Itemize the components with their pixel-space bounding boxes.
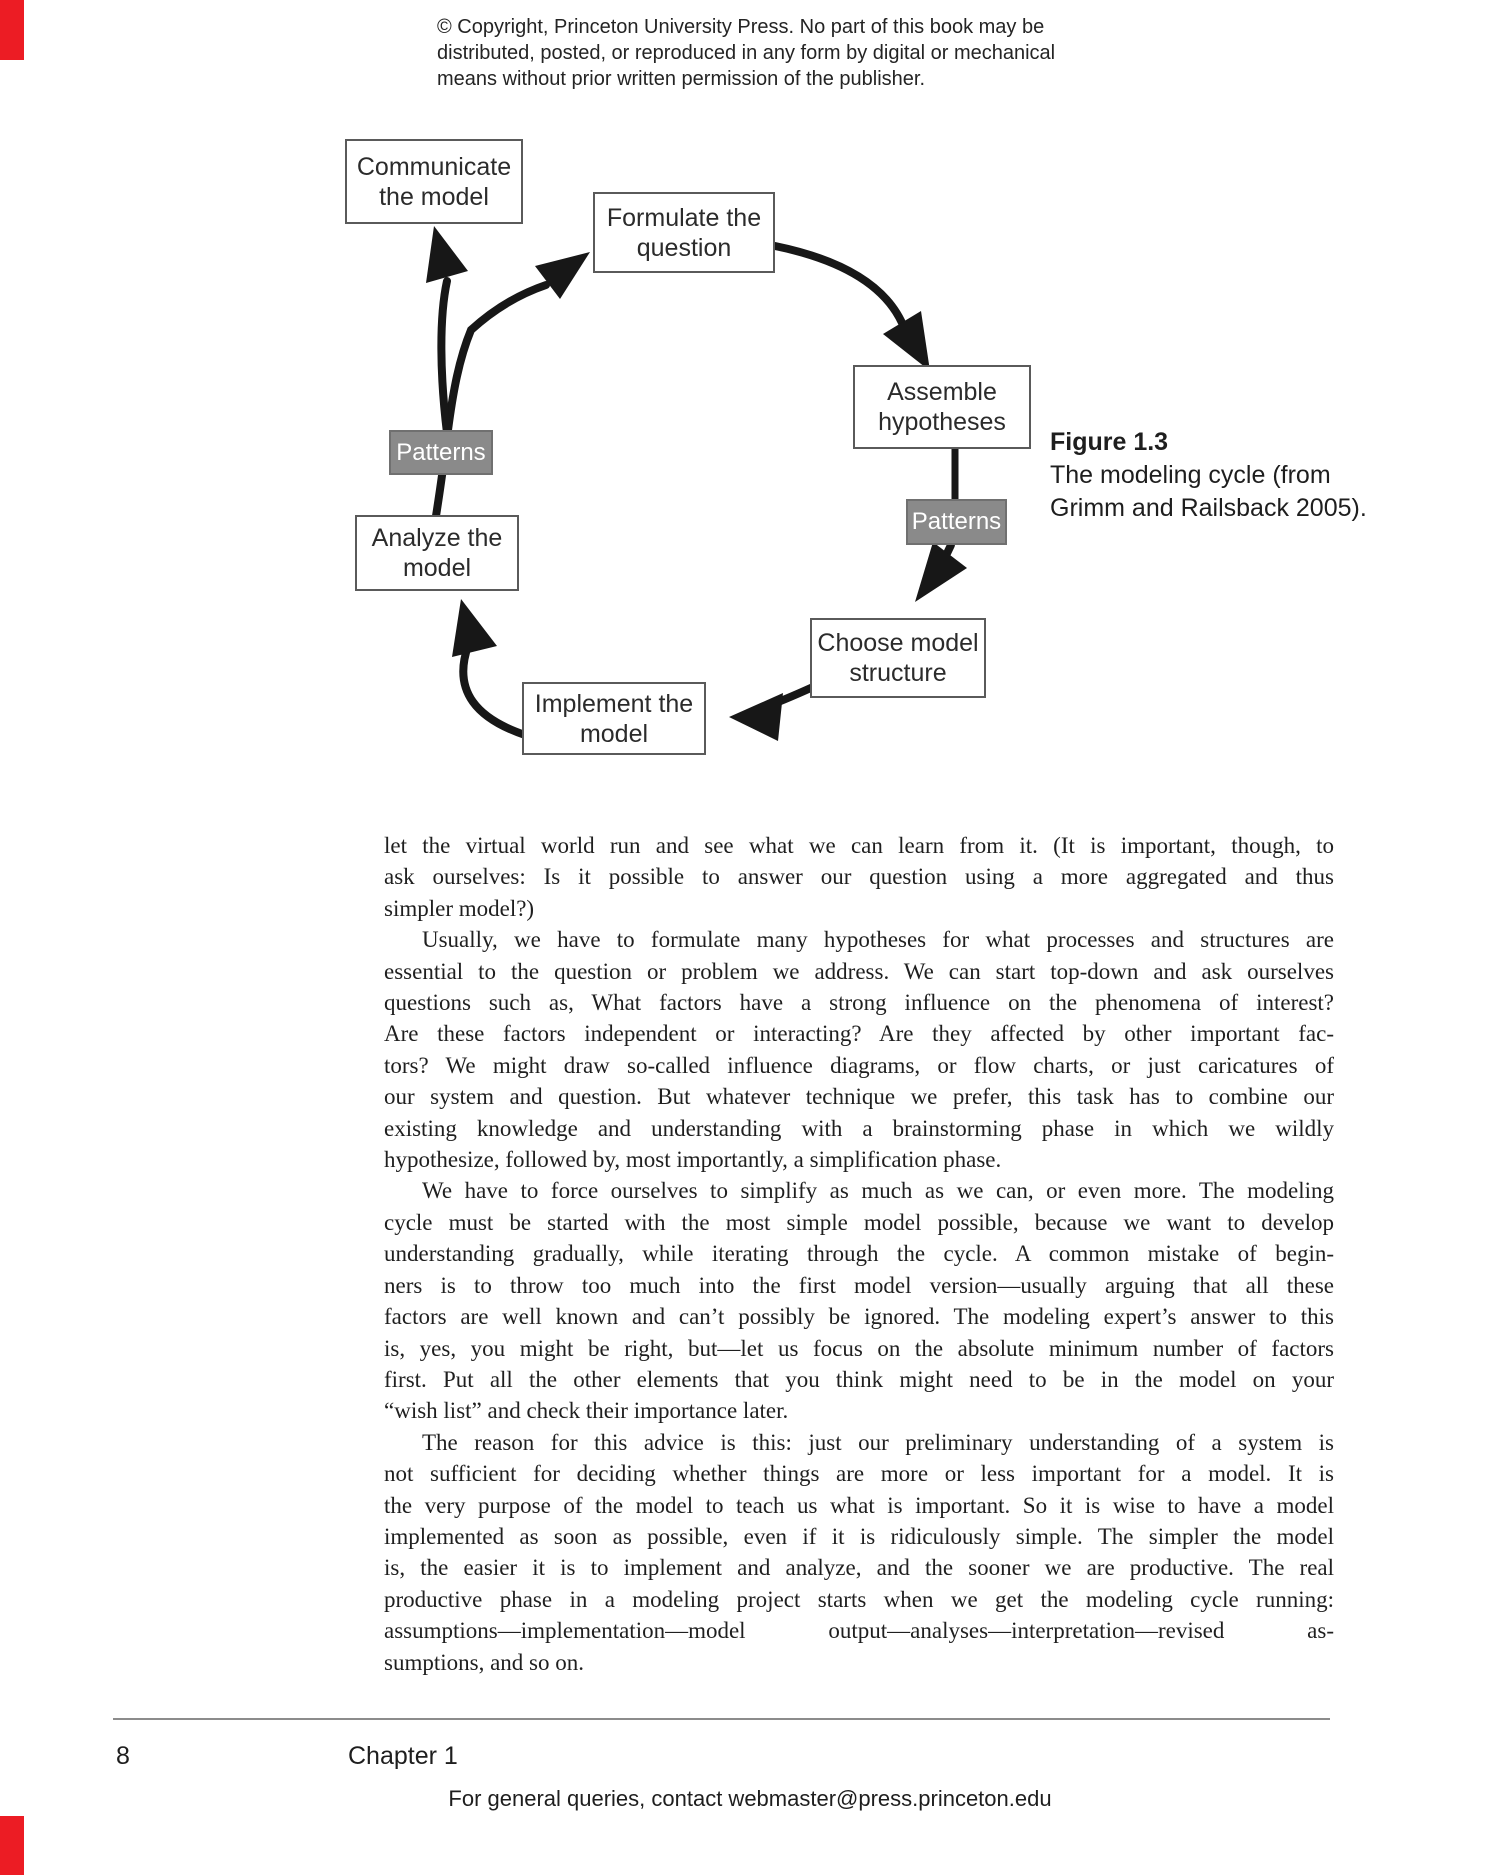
node-patterns-right: Patterns bbox=[906, 499, 1007, 545]
body-line-p1-l2: ask ourselves: Is it possible to answer … bbox=[384, 864, 1334, 890]
body-line-p3-l5: factors are well known and can’t possibl… bbox=[384, 1304, 1334, 1330]
node-communicate-the-model: Communicate the model bbox=[345, 139, 523, 224]
arrowhead-choose bbox=[915, 542, 967, 602]
copyright-notice: © Copyright, Princeton University Press.… bbox=[437, 14, 1055, 92]
node-label-line: question bbox=[636, 233, 732, 262]
body-line-p4-l7: assumptions—implementation—model output—… bbox=[384, 1618, 1334, 1644]
body-line-p3-l4: ners is to throw too much into the first… bbox=[384, 1272, 1334, 1298]
figure-caption: Figure 1.3 The modeling cycle (from Grim… bbox=[1050, 426, 1390, 525]
node-label-line: model bbox=[402, 554, 472, 582]
body-line-p1-l1: let the virtual world run and see what w… bbox=[384, 833, 1334, 858]
body-line-p3-l2: cycle must be started with the most simp… bbox=[384, 1209, 1334, 1235]
node-label-line: the model bbox=[379, 182, 489, 211]
arrow-formulate-to-assemble bbox=[771, 242, 909, 334]
arrowhead-implement bbox=[729, 693, 783, 741]
body-text: let the virtual world run and see what w… bbox=[384, 830, 1334, 1678]
figure-caption-line: Grimm and Railsback 2005). bbox=[1050, 494, 1367, 522]
body-line-p2-l2: essential to the question or problem we … bbox=[384, 958, 1334, 984]
node-label-line: model bbox=[579, 719, 649, 748]
copyright-line: means without prior written permission o… bbox=[437, 68, 926, 90]
body-line-p4-l1: The reason for this advice is this: just… bbox=[422, 1429, 1334, 1455]
arrow-analyze-to-formulate bbox=[432, 281, 550, 520]
node-label-line: Choose model bbox=[817, 629, 979, 657]
body-line-p2-l3: questions such as, What factors have a s… bbox=[384, 990, 1334, 1016]
arrowhead-communicate bbox=[426, 226, 468, 283]
node-analyze-the-model: Analyze the model bbox=[355, 515, 519, 591]
node-label-line: structure bbox=[849, 659, 947, 687]
body-line-p3-l3: understanding gradually, while iterating… bbox=[384, 1241, 1334, 1267]
figure-caption-number: Figure 1.3 bbox=[1050, 428, 1169, 456]
body-line-p3-l6: is, yes, you might be right, but—let us … bbox=[384, 1335, 1334, 1361]
node-implement-the-model: Implement the model bbox=[522, 682, 706, 755]
body-line-p1-l3: simpler model?) bbox=[384, 895, 535, 921]
arrow-branch-to-communicate bbox=[437, 277, 451, 437]
node-patterns-left: Patterns bbox=[389, 430, 493, 475]
body-line-p2-l6: our system and question. But whatever te… bbox=[384, 1084, 1334, 1110]
node-label-line: Formulate the bbox=[606, 203, 762, 232]
node-choose-model-structure: Choose model structure bbox=[810, 618, 986, 698]
body-line-p4-l4: implemented as soon as possible, even if… bbox=[384, 1523, 1334, 1549]
node-label-line: Communicate bbox=[356, 152, 512, 181]
node-label-line: hypotheses bbox=[878, 408, 1006, 436]
node-label-line: Assemble bbox=[887, 378, 997, 406]
arrow-implement-to-analyze bbox=[459, 642, 529, 739]
node-assemble-hypotheses: Assemble hypotheses bbox=[853, 365, 1031, 449]
copyright-line: distributed, posted, or reproduced in an… bbox=[437, 42, 1056, 64]
node-label-line: Patterns bbox=[911, 508, 1002, 535]
node-label-line: Analyze the bbox=[371, 524, 503, 552]
general-queries-line: For general queries, contact webmaster@p… bbox=[448, 1786, 1052, 1811]
arrowhead-formulate bbox=[535, 252, 590, 299]
figure-caption-line: The modeling cycle (from bbox=[1050, 461, 1331, 489]
body-line-p3-l1: We have to force ourselves to simplify a… bbox=[422, 1178, 1334, 1204]
body-line-p2-l4: Are these factors independent or interac… bbox=[384, 1021, 1334, 1047]
body-line-p2-l1: Usually, we have to formulate many hypot… bbox=[422, 927, 1334, 953]
node-label-line: Implement the bbox=[534, 689, 694, 718]
node-label-line: Patterns bbox=[396, 438, 486, 466]
page-number: 8 bbox=[116, 1742, 130, 1770]
body-line-p4-l6: productive phase in a modeling project s… bbox=[384, 1586, 1334, 1612]
body-line-p2-l8: hypothesize, followed by, most important… bbox=[384, 1147, 1002, 1173]
body-line-p4-l3: the very purpose of the model to teach u… bbox=[384, 1492, 1334, 1518]
body-line-p2-l5: tors? We might draw so-called influence … bbox=[384, 1052, 1334, 1078]
red-bleed-mark-top bbox=[0, 0, 24, 60]
body-line-p2-l7: existing knowledge and understanding wit… bbox=[384, 1115, 1334, 1141]
red-bleed-mark-bottom bbox=[0, 1816, 24, 1875]
arrowhead-assemble bbox=[883, 311, 930, 371]
footer-rule bbox=[113, 1718, 1330, 1720]
body-line-p3-l8: “wish list” and check their importance l… bbox=[384, 1398, 789, 1424]
running-head-chapter: Chapter 1 bbox=[348, 1742, 458, 1770]
node-formulate-the-question: Formulate the question bbox=[593, 192, 775, 273]
body-line-p4-l8: sumptions, and so on. bbox=[384, 1649, 584, 1675]
body-line-p3-l7: first. Put all the other elements that y… bbox=[384, 1366, 1334, 1392]
body-line-p4-l5: is, the easier it is to implement and an… bbox=[384, 1555, 1334, 1581]
copyright-line: © Copyright, Princeton University Press.… bbox=[437, 16, 1045, 38]
body-line-p4-l2: not sufficient for deciding whether thin… bbox=[384, 1461, 1334, 1487]
arrowhead-analyze bbox=[452, 599, 497, 657]
